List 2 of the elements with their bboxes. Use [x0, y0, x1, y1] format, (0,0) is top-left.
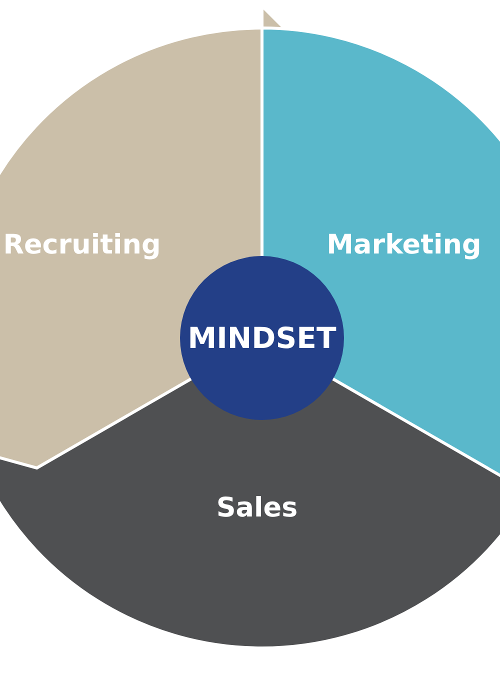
segment-label: Sales	[216, 492, 298, 524]
segment-label: Recruiting	[3, 230, 161, 260]
